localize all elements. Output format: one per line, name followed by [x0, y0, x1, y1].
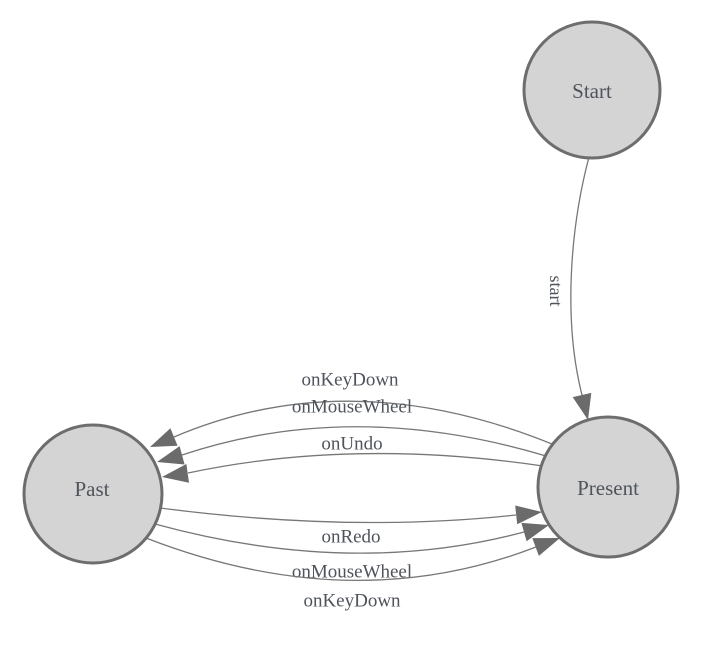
- edge-label-onundo: onUndo: [321, 434, 382, 455]
- node-past[interactable]: Past: [22, 423, 164, 565]
- edge-line: [145, 537, 537, 582]
- edge-past-to-present-onmousewheel: onMouseWheel: [154, 522, 549, 583]
- edge-past-to-present-onkeydown: onKeyDown: [145, 537, 560, 612]
- edge-label-onredo: onRedo: [321, 527, 380, 548]
- arrowhead-icon: [532, 538, 560, 556]
- edge-label-start: start: [546, 276, 566, 307]
- edge-label-onkeydown: onKeyDown: [301, 370, 399, 391]
- edge-line: [570, 156, 590, 400]
- arrowhead-icon: [157, 446, 185, 465]
- arrowhead-icon: [162, 464, 189, 483]
- edge-label-onmousewheel-2: onMouseWheel: [292, 562, 412, 583]
- edge-line: [181, 426, 547, 457]
- node-start[interactable]: Start: [522, 20, 662, 160]
- edge-present-to-past-onmousewheel: onMouseWheel: [157, 397, 547, 465]
- edge-line: [173, 400, 553, 445]
- node-past-label: Past: [74, 477, 109, 501]
- node-present[interactable]: Present: [536, 415, 680, 559]
- node-past-circle[interactable]: [22, 423, 164, 565]
- node-present-label: Present: [577, 476, 639, 500]
- edge-line: [154, 523, 525, 554]
- edge-label-onkeydown-2: onKeyDown: [303, 591, 401, 612]
- edge-line: [159, 507, 517, 524]
- node-start-label: Start: [572, 79, 612, 103]
- arrowhead-icon: [521, 522, 549, 542]
- arrowhead-icon: [515, 505, 542, 525]
- edge-present-to-past-onundo: onUndo: [162, 434, 544, 483]
- edge-line: [187, 452, 544, 474]
- edge-present-to-past-onkeydown: onKeyDown: [150, 370, 553, 447]
- edge-past-to-present-onredo: onRedo: [159, 505, 542, 548]
- edge-label-onmousewheel: onMouseWheel: [292, 397, 412, 418]
- node-present-circle[interactable]: [536, 415, 680, 559]
- arrowhead-icon: [572, 392, 592, 420]
- node-start-circle[interactable]: [522, 20, 662, 160]
- arrowhead-icon: [150, 428, 178, 447]
- edge-start-to-present: start: [546, 156, 592, 420]
